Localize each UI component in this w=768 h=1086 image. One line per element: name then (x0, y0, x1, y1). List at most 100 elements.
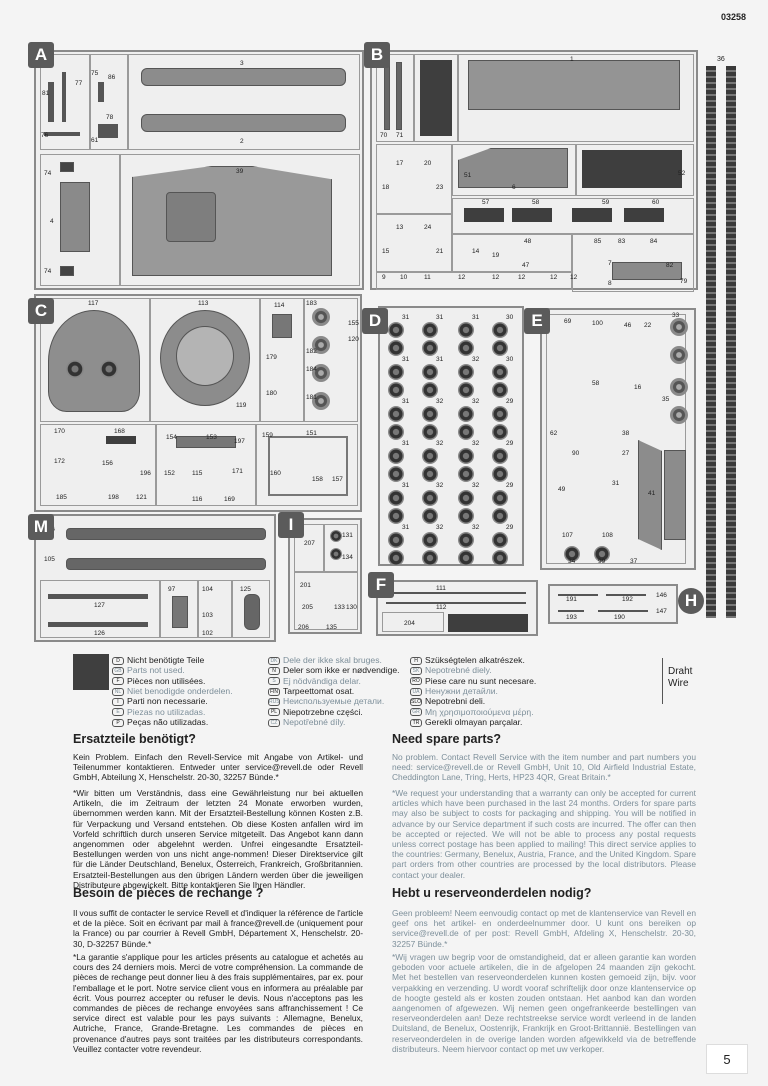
road-wheel (458, 406, 474, 422)
legend-text: Nepotrebné diely. (425, 665, 492, 676)
track-right (726, 66, 736, 618)
wheel-label: 32 (436, 524, 444, 531)
road-wheel (388, 490, 404, 506)
wheel-label: 32 (472, 524, 480, 531)
language-code: N (268, 667, 280, 676)
road-wheel (388, 424, 404, 440)
track-label: 36 (717, 56, 725, 63)
road-wheel (422, 466, 438, 482)
legend-text: Μη χρησιμοποιούμενα μέρη. (425, 706, 534, 717)
wheel-label: 29 (506, 482, 514, 489)
language-code: RO (410, 677, 422, 686)
sprue-badge-b: B (364, 42, 390, 68)
road-wheel (388, 466, 404, 482)
legend-text: Szükségtelen alkatrészek. (425, 655, 525, 665)
road-wheel (458, 424, 474, 440)
section-title-de: Ersatzteile benötigt? (73, 732, 196, 746)
road-wheel (388, 448, 404, 464)
sprue-a: 81 77 75 86 78 76 61 3 2 74 39 4 74 (34, 50, 364, 290)
language-code: NL (112, 687, 124, 696)
legend-text: Tarpeettomat osat. (283, 685, 355, 696)
sprue-badge-a: A (28, 42, 54, 68)
language-code: D (112, 656, 124, 665)
language-code: P (112, 718, 124, 727)
section-nl-p2: *Wij vragen uw begrip voor de omstandigh… (392, 952, 696, 1054)
sprue-badge-e: E (524, 308, 550, 334)
legend-text: Nepotřebné díly. (283, 716, 346, 727)
section-en-p1: No problem. Contact Revell Service with … (392, 752, 696, 783)
legend-text: Dele der ikke skal bruges. (283, 655, 382, 665)
wheel-label: 32 (472, 440, 480, 447)
wheel-label: 31 (472, 314, 480, 321)
road-wheel (422, 406, 438, 422)
sprue-badge-i: I (278, 512, 304, 538)
road-wheel (422, 490, 438, 506)
unused-parts-swatch (73, 654, 109, 690)
wheel-label: 31 (402, 524, 410, 531)
legend-text: Piese care nu sunt necesare. (425, 675, 537, 686)
sprue-f: 111 112 204 (376, 580, 538, 636)
wheel-label: 32 (472, 482, 480, 489)
section-title-nl: Hebt u reserveonderdelen nodig? (392, 886, 592, 900)
road-wheel (458, 490, 474, 506)
legend-text: Niepotrzebne części. (283, 706, 363, 717)
road-wheel (422, 532, 438, 548)
road-wheel (422, 364, 438, 380)
wheel-label: 29 (506, 524, 514, 531)
language-code: GB (112, 667, 124, 676)
section-de-p1: Kein Problem. Einfach den Revell-Service… (73, 752, 363, 783)
road-wheel (458, 382, 474, 398)
road-wheel (492, 508, 508, 524)
page-number: 5 (723, 1051, 731, 1067)
road-wheel (388, 532, 404, 548)
wheel-label: 32 (436, 398, 444, 405)
legend-text: Niet benodigde onderdelen. (127, 685, 233, 696)
road-wheel (388, 508, 404, 524)
sprue-e: 69 100 46 22 33 62 58 90 49 31 27 38 107… (540, 308, 696, 570)
legend-text: Неиспользуемые детали. (283, 696, 385, 707)
section-fr-p1: Il vous suffit de contacter le service R… (73, 908, 363, 949)
road-wheel (492, 340, 508, 356)
legend-text: Pièces non utilisées. (127, 675, 206, 686)
section-title-en: Need spare parts? (392, 732, 502, 746)
legend-text: Parts not used. (127, 665, 185, 676)
road-wheel (422, 550, 438, 566)
language-code: GR (410, 708, 422, 717)
language-code: S (268, 677, 280, 686)
sprue-b: 1 70 71 17 18 20 23 51 6 52 13 15 24 21 … (370, 50, 698, 292)
road-wheel (492, 466, 508, 482)
road-wheel (492, 382, 508, 398)
road-wheel (458, 340, 474, 356)
language-code: I (112, 697, 124, 706)
language-code: E (112, 708, 124, 717)
road-wheel (388, 382, 404, 398)
wire-label: Draht Wire (668, 666, 693, 689)
sprue-badge-f: F (368, 572, 394, 598)
sprue-badge-d: D (362, 308, 388, 334)
wheel-label: 31 (402, 482, 410, 489)
road-wheel (422, 448, 438, 464)
road-wheel (458, 364, 474, 380)
wheel-label: 32 (436, 482, 444, 489)
road-wheel (458, 508, 474, 524)
legend-text: Gerekli olmayan parçalar. (425, 716, 523, 727)
language-code: SK (410, 667, 422, 676)
section-nl-p1: Geen probleem! Neem eenvoudig contact op… (392, 908, 696, 949)
article-code: 03258 (720, 12, 746, 22)
wheel-label: 31 (436, 356, 444, 363)
wheel-label: 31 (402, 440, 410, 447)
road-wheel (458, 322, 474, 338)
